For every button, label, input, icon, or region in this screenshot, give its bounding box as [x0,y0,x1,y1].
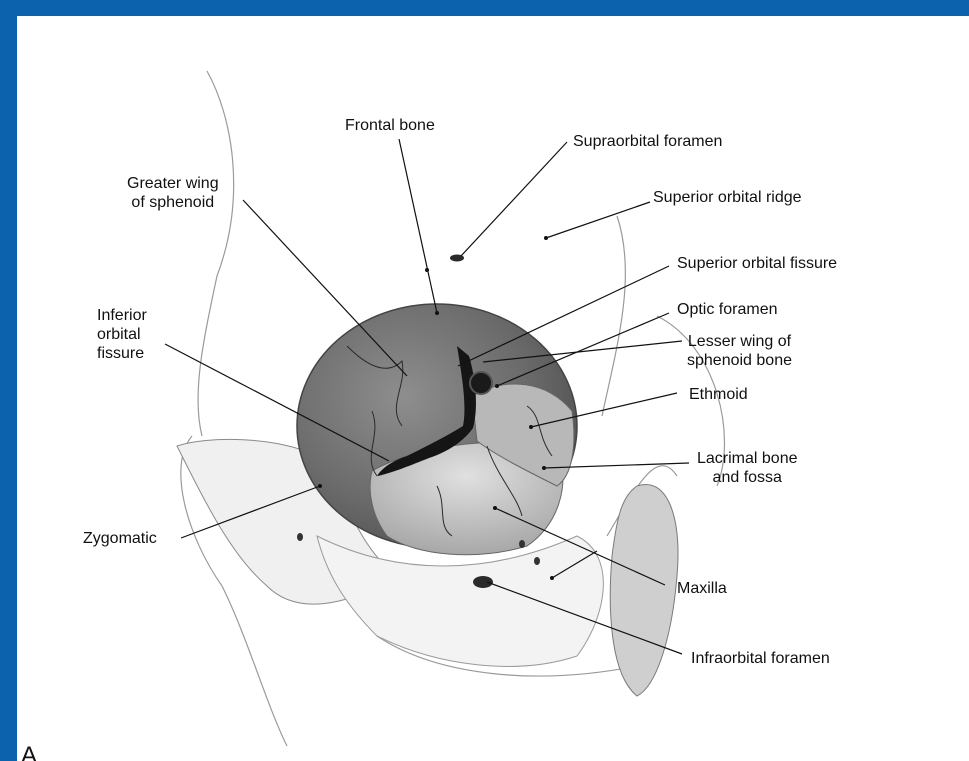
label-lesser-wing-of-sphenoid: Lesser wing of sphenoid bone [687,332,792,370]
label-lesser-wing-line2: sphenoid bone [687,351,792,370]
label-inferior-orbital-fissure-line3: fissure [97,344,147,363]
slide-frame-top [0,0,969,16]
label-lesser-wing-line1: Lesser wing of [687,332,792,351]
label-lacrimal-line2: and fossa [697,468,798,487]
label-supraorbital-foramen: Supraorbital foramen [573,132,722,151]
infraorbital-foramen-mark [473,576,493,588]
label-greater-wing-of-sphenoid: Greater wing of sphenoid [127,174,219,212]
label-greater-wing-line2: of sphenoid [127,193,219,212]
label-maxilla: Maxilla [677,579,727,598]
label-frontal-bone: Frontal bone [345,116,435,135]
nasal-process [610,484,678,696]
label-inferior-orbital-fissure-line2: orbital [97,325,147,344]
label-inferior-orbital-fissure: Inferior orbital fissure [97,306,147,363]
label-inferior-orbital-fissure-line1: Inferior [97,306,147,325]
label-optic-foramen: Optic foramen [677,300,777,319]
maxilla-body [317,536,603,666]
label-superior-orbital-fissure: Superior orbital fissure [677,254,837,273]
label-ethmoid: Ethmoid [689,385,748,404]
slide-frame-left [0,0,17,761]
label-infraorbital-foramen: Infraorbital foramen [691,649,830,668]
label-lacrimal-bone-and-fossa: Lacrimal bone and fossa [697,449,798,487]
diagram-canvas: Frontal bone Supraorbital foramen Greate… [17,16,969,761]
label-zygomatic: Zygomatic [83,529,157,548]
label-lacrimal-line1: Lacrimal bone [697,449,798,468]
panel-letter: A [21,742,37,761]
label-superior-orbital-ridge: Superior orbital ridge [653,188,802,207]
label-greater-wing-line1: Greater wing [127,174,219,193]
optic-foramen-mark [470,372,492,394]
